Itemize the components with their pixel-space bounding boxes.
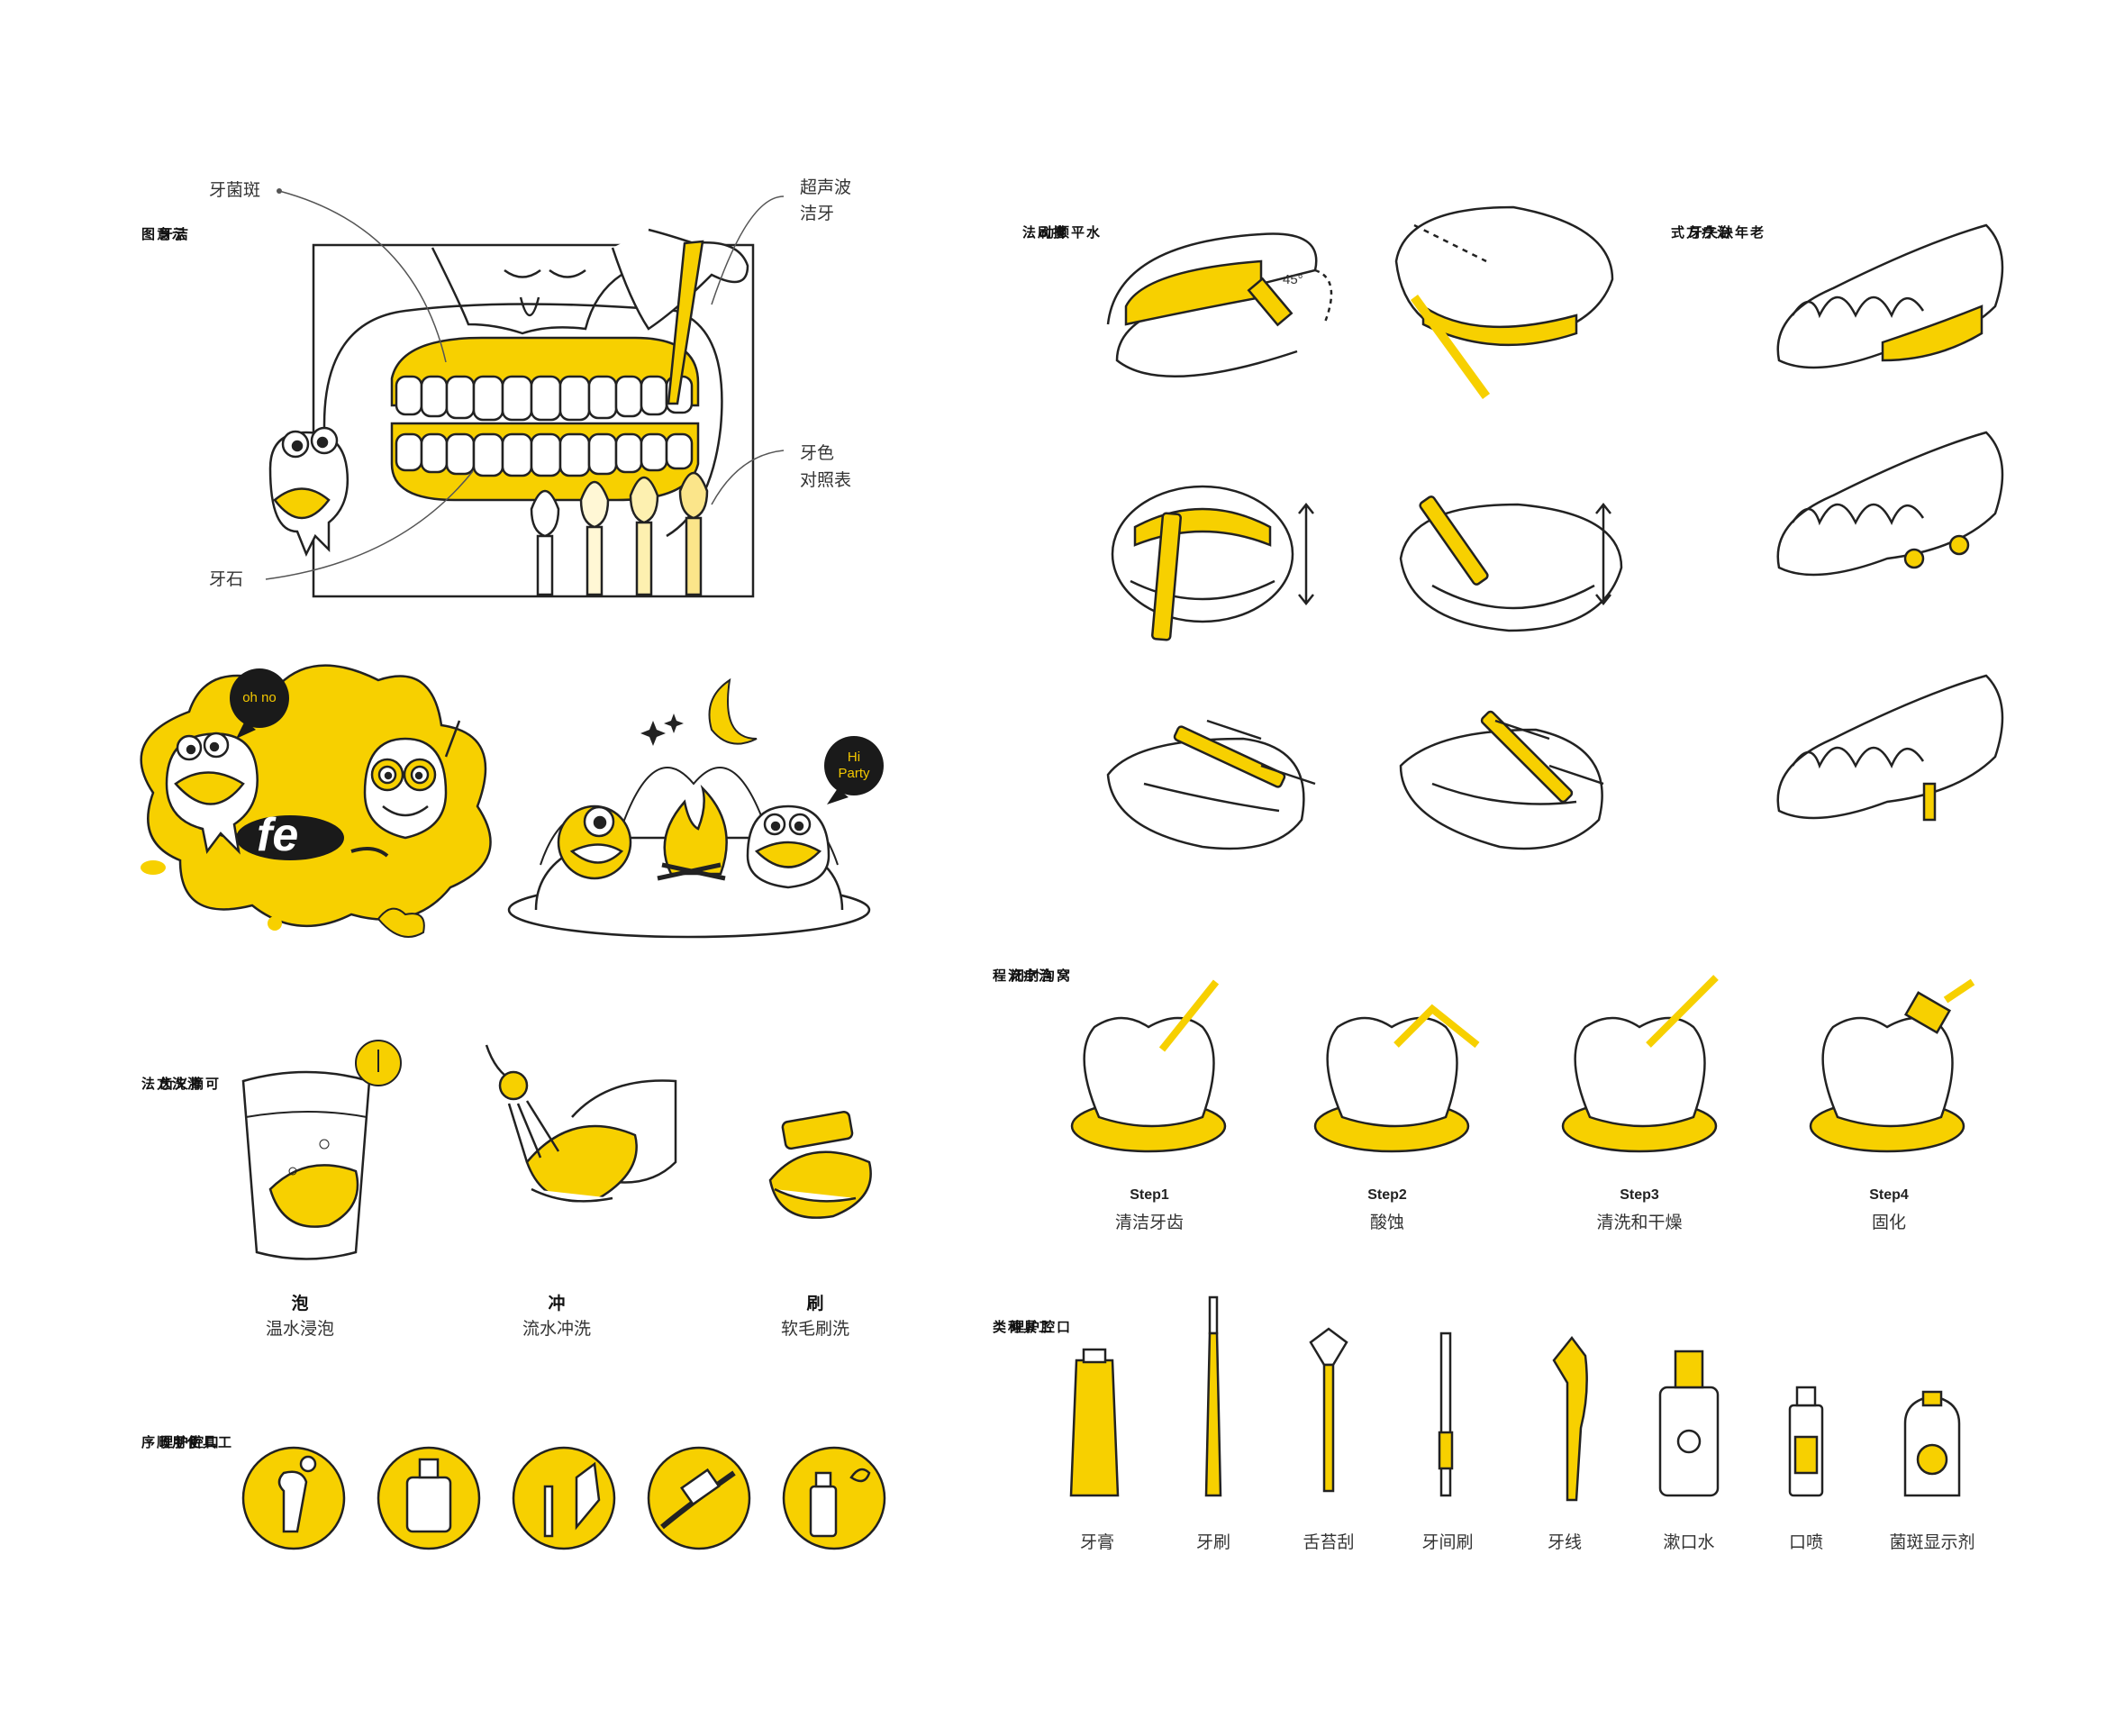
sealant-title-col1: 窝沟封闭: [1009, 968, 1070, 982]
step4-desc: 固化: [1871, 1213, 1907, 1232]
sealant-title-col2: 治疗流程: [991, 968, 1052, 982]
step2-title: Step2: [1367, 1187, 1407, 1203]
denture-title-col1: 可摘义齿: [158, 1077, 219, 1090]
elderly-title-col2: 治疗方式: [1669, 225, 1730, 239]
denture-title-col2: 清洗方法: [140, 1077, 201, 1090]
bubble-right-line1: Hi: [847, 750, 861, 765]
tool-toothbrush-label: 牙刷: [1195, 1533, 1231, 1552]
tool-floss-label: 牙线: [1547, 1533, 1583, 1552]
brushing-angle-label: 45°: [1283, 272, 1303, 287]
cleaning-diagram: [265, 188, 785, 598]
soak-title: 泡: [291, 1295, 309, 1313]
label-plaque: 牙菌斑: [209, 181, 261, 200]
order-icons: [241, 1446, 886, 1550]
cleaning-title-col1: 洁牙: [158, 227, 188, 241]
label-shade-2: 对照表: [800, 471, 852, 490]
fe-logo: fe: [257, 809, 299, 861]
rinse-desc: 流水冲洗: [522, 1320, 592, 1339]
label-shade-1: 牙色: [800, 444, 835, 463]
tool-interdental-brush-label: 牙间刷: [1421, 1533, 1474, 1552]
step3-title: Step3: [1620, 1187, 1659, 1203]
step1-desc: 清洁牙齿: [1114, 1213, 1185, 1232]
step3-desc: 清洗和干燥: [1596, 1213, 1683, 1232]
brushing-illustrations: [1106, 205, 1623, 850]
tool-tongue-scraper-label: 舌苔刮: [1303, 1533, 1355, 1552]
cleaning-title-col2: 示意图: [140, 227, 186, 241]
tool-plaque-indicator-label: 菌斑显示剂: [1889, 1533, 1975, 1552]
bubble-left-text: oh no: [242, 690, 277, 705]
tool-illustrations: [1069, 1295, 1961, 1502]
order-title-col2: 工具使用顺序: [140, 1435, 231, 1449]
tool-mouthwash-label: 漱口水: [1663, 1533, 1715, 1552]
elderly-illustrations: [1776, 223, 2004, 822]
tools-title-col1: 口腔护理: [1009, 1320, 1070, 1333]
label-ultrasonic-1: 超声波: [800, 178, 852, 197]
step2-desc: 酸蚀: [1369, 1213, 1405, 1232]
brush-desc: 软毛刷洗: [780, 1320, 850, 1339]
sealant-illustrations: [1070, 975, 1975, 1153]
tool-spray-label: 口喷: [1788, 1533, 1824, 1552]
soak-desc: 温水浸泡: [265, 1320, 335, 1339]
order-title-col1: 口腔护理: [158, 1435, 219, 1449]
bubble-right-line2: Party: [838, 766, 870, 781]
tools-title-col2: 工具种类: [991, 1320, 1052, 1333]
brushing-title-col1: 水平颤动: [1039, 225, 1100, 239]
step4-title: Step4: [1869, 1187, 1909, 1203]
label-calculus: 牙石: [209, 570, 244, 589]
tool-toothpaste-label: 牙膏: [1079, 1533, 1115, 1552]
brushing-title-col2: 拂刷法: [1021, 225, 1067, 239]
step1-title: Step1: [1130, 1187, 1169, 1203]
label-ultrasonic-2: 洁牙: [800, 205, 835, 223]
rinse-title: 冲: [548, 1295, 566, 1313]
brush-title: 刷: [806, 1295, 824, 1313]
denture-cleaning-illustrations: [241, 1040, 872, 1260]
characters-scene: [140, 664, 884, 939]
elderly-title-col1: 老年缺失牙: [1687, 225, 1764, 239]
